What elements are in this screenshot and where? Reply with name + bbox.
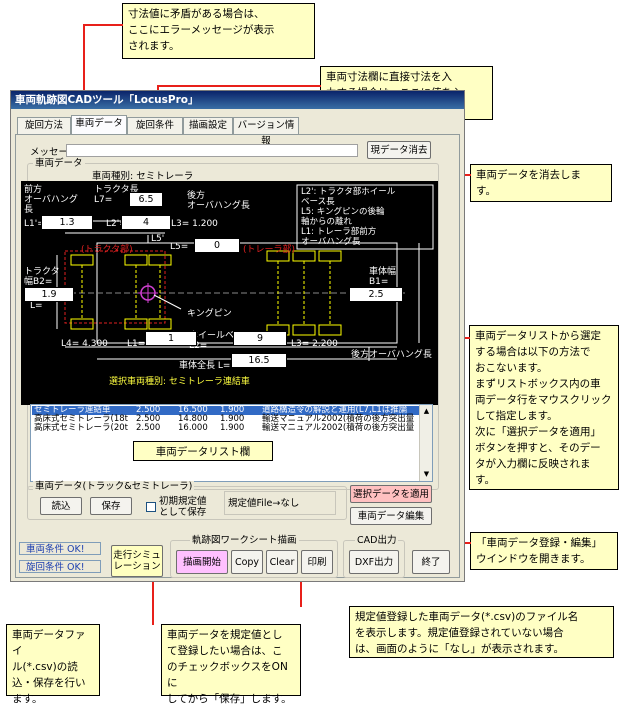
total-length-field[interactable]: 16.5 — [231, 353, 287, 368]
b2-field[interactable]: 1.9 — [24, 287, 74, 302]
selected-type-label: 選択車両種別: セミトレーラ連結車 — [109, 377, 250, 387]
list-scrollbar[interactable]: ▲ ▼ — [419, 405, 432, 481]
default-save-checkbox[interactable] — [146, 502, 156, 512]
dxf-output-button[interactable]: DXF出力 — [349, 550, 399, 574]
default-file-label: 規定値File→なし — [224, 491, 336, 515]
leader-line — [83, 24, 123, 26]
list-header-l: L — [184, 393, 190, 404]
vehicle-status-box: 車両条件 OK! — [19, 542, 101, 555]
list-header-b1: (主要寸法)B1 — [86, 393, 144, 404]
worksheet-group-label: 軌跡図ワークシート描画 — [190, 535, 299, 546]
scroll-up-icon[interactable]: ▲ — [423, 407, 430, 415]
front-overhang-label: 前方 オーバハング 長 — [24, 185, 78, 215]
draw-start-button[interactable]: 描画開始 — [176, 550, 228, 574]
callout-select-from-list: 車両データリストから選定 する場合は以下の方法で おこないます。 まずリストボッ… — [469, 325, 619, 490]
kingpin-label: キングピン — [187, 309, 232, 319]
body-width-label: 車体幅 B1= — [369, 267, 397, 287]
exit-button[interactable]: 終了 — [412, 550, 450, 574]
b1-field[interactable]: 2.5 — [349, 287, 403, 302]
clear-drawing-button[interactable]: Clear — [266, 550, 298, 574]
vehicle-data-group-label: 車両データ — [33, 158, 85, 169]
clear-data-button[interactable]: 現データ消去 — [367, 141, 431, 159]
leader-line — [83, 24, 85, 143]
list-header-source: 出典 — [266, 393, 286, 404]
total-length-label: 車体全長 L= — [179, 361, 231, 371]
wheelbase-label: ホイールベース L2= — [189, 331, 252, 351]
print-button[interactable]: 印刷 — [301, 550, 333, 574]
leader-line — [157, 85, 321, 87]
message-field[interactable] — [66, 144, 358, 157]
list-header-b2: B2 — [224, 393, 237, 404]
callout-checkbox: 車両データを規定値とし て登録したい場合は、こ のチェックボックスをONに して… — [161, 624, 301, 705]
l1-prime-label: L1'= — [24, 219, 45, 229]
l1-field[interactable]: 1 — [145, 331, 197, 346]
tractor-width-label: トラクタ 幅B2= — [24, 267, 60, 287]
l7-field[interactable]: 6.5 — [129, 192, 163, 207]
vehicle-type-label: 車両種別: セミトレーラ — [92, 171, 194, 182]
apply-selected-button[interactable]: 選択データを適用 — [350, 485, 432, 503]
edit-vehicle-data-button[interactable]: 車両データ編集 — [350, 507, 432, 525]
l5-prime-label: L5' — [151, 234, 165, 244]
callout-clear-data: 車両データを消去しま す。 — [470, 164, 612, 202]
tab-version-info[interactable]: バージョン情報 — [233, 117, 299, 147]
copy-button[interactable]: Copy — [231, 550, 263, 574]
trailer-part-label: (トレーラ部) — [243, 245, 296, 255]
l5-field[interactable]: 0 — [194, 238, 240, 253]
cad-group-label: CAD出力 — [355, 535, 399, 546]
default-save-checkbox-label: 初期規定値 として保存 — [159, 496, 207, 518]
tractor-wheelbase-label: トラクタ長 L7= — [94, 185, 139, 205]
turning-status-box: 旋回条件 OK! — [19, 560, 101, 573]
vehicle-diagram: 前方 オーバハング 長 トラクタ長 L7= 後方 オーバハング長 L2': トラ… — [21, 181, 438, 405]
callout-default-file: 規定値登録した車両データ(*.csv)のファイル名 を表示します。規定値登録され… — [349, 606, 614, 658]
tractor-part-label: (トラクタ部) — [81, 245, 133, 255]
tab-drawing-settings[interactable]: 描画設定 — [183, 117, 233, 134]
file-group-label: 車両データ(トラック&セミトレーラ) — [33, 481, 195, 492]
callout-edit-window: 「車両データ登録・編集」 ウインドウを開きます。 — [470, 532, 618, 570]
load-button[interactable]: 読込 — [40, 497, 82, 515]
list-header-type: 種別 — [50, 393, 70, 404]
turning-status: 旋回条件 OK! — [26, 562, 85, 573]
list-header: 種別 (主要寸法)B1 L B2 出典 — [30, 393, 433, 404]
rear-overhang-bottom-label: 後方オーバハング長 — [351, 350, 432, 360]
l4-label: L4= 4.300 — [61, 339, 108, 349]
tab-vehicle-data[interactable]: 車両データ — [71, 115, 127, 134]
save-button[interactable]: 保存 — [90, 497, 132, 515]
l1-prime-field[interactable]: 1.3 — [41, 215, 93, 230]
l2-prime-label: L2'= — [106, 219, 127, 229]
callout-error-message: 寸法値に矛盾がある場合は、 ここにエラーメッセージが表示 されます。 — [122, 3, 315, 59]
l3-bottom-label: L3= 2.200 — [291, 339, 338, 349]
scroll-down-icon[interactable]: ▼ — [423, 470, 430, 478]
l2-prime-field[interactable]: 4 — [121, 215, 171, 230]
list-overlay-label: 車両データリスト欄 — [133, 441, 273, 461]
window-title[interactable]: 車両軌跡図CADツール「LocusPro」 — [11, 91, 464, 109]
l3-top-label: L3= 1.200 — [171, 219, 218, 229]
simulation-button[interactable]: 走行シミュ レーション — [111, 545, 163, 577]
tab-turning-conditions[interactable]: 旋回条件 — [127, 117, 183, 134]
tab-turning-method[interactable]: 旋回方法 — [17, 117, 71, 134]
callout-file-io: 車両データファイ ル(*.csv)の読 込・保存を行い ます。 — [6, 624, 100, 705]
l2-field[interactable]: 9 — [233, 331, 287, 346]
rear-overhang-label: 後方 オーバハング長 — [187, 191, 250, 211]
l5-label: L5= — [170, 242, 189, 252]
legend-text: L2': トラクタ部ホイール ベース長 L5: キングピンの後輪 軸からの離れ … — [301, 187, 396, 247]
l1-label: L1= — [127, 339, 146, 349]
vehicle-status: 車両条件 OK! — [26, 544, 85, 555]
l-small-label: L= — [30, 301, 43, 311]
